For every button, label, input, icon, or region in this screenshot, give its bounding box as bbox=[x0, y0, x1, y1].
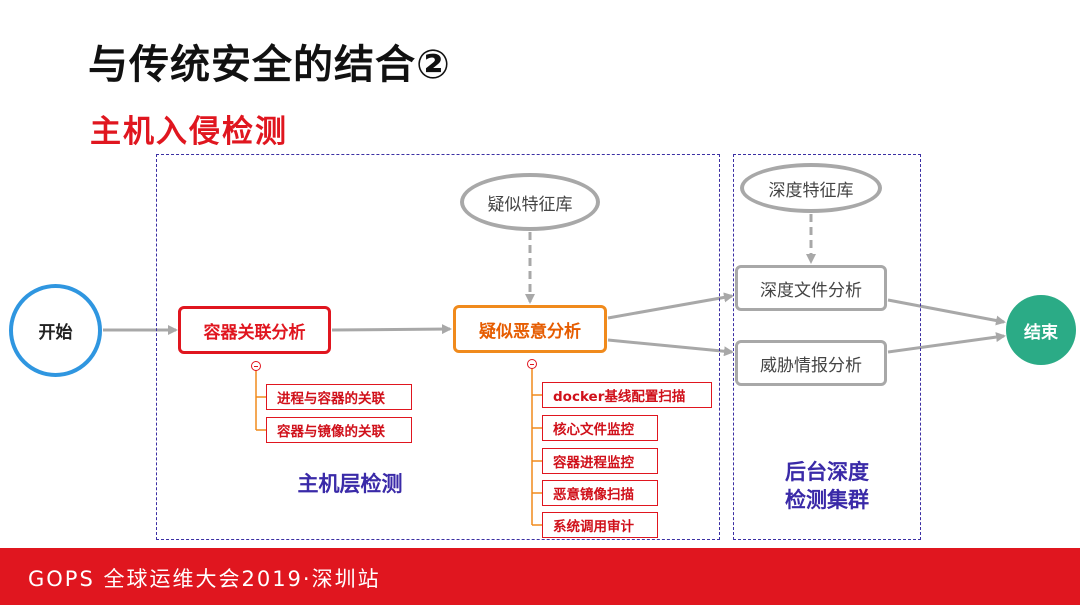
container-association-box: 容器关联分析 bbox=[178, 306, 331, 354]
suspect-child-item: 容器进程监控 bbox=[542, 448, 658, 474]
assoc-child-item: 容器与镜像的关联 bbox=[266, 417, 412, 443]
arrow-suspect-to-threat bbox=[607, 338, 734, 357]
page-subtitle: 主机入侵检测 bbox=[90, 114, 288, 150]
deep-file-analysis-box: 深度文件分析 bbox=[735, 265, 887, 311]
host-layer-region bbox=[156, 154, 720, 540]
arrow-deepfile-to-end bbox=[887, 298, 1006, 326]
arrow-assoc-to-suspect bbox=[331, 324, 452, 335]
deep-signature-db: 深度特征库 bbox=[740, 163, 882, 213]
start-node: 开始 bbox=[9, 284, 102, 377]
backend-cluster-label: 后台深度 检测集群 bbox=[742, 458, 912, 514]
footer-bar bbox=[0, 548, 1080, 605]
footer-text: GOPS 全球运维大会2019·深圳站 bbox=[28, 567, 381, 591]
suspect-child-item: 核心文件监控 bbox=[542, 415, 658, 441]
suspect-child-item: 系统调用审计 bbox=[542, 512, 658, 538]
end-node: 结束 bbox=[1006, 295, 1076, 365]
suspect-analysis-box: 疑似恶意分析 bbox=[453, 305, 607, 353]
collapse-toggle-icon[interactable] bbox=[527, 359, 537, 369]
suspect-child-item: 恶意镜像扫描 bbox=[542, 480, 658, 506]
collapse-toggle-icon[interactable] bbox=[251, 361, 261, 371]
arrow-suspect-to-deepfile bbox=[607, 292, 734, 320]
threat-intel-box: 威胁情报分析 bbox=[735, 340, 887, 386]
arrow-threat-to-end bbox=[887, 332, 1006, 354]
backend-label-line1: 后台深度 bbox=[785, 460, 869, 484]
host-layer-label: 主机层检测 bbox=[297, 472, 403, 496]
suspect-signature-db: 疑似特征库 bbox=[460, 173, 600, 231]
assoc-child-item: 进程与容器的关联 bbox=[266, 384, 412, 410]
backend-cluster-region bbox=[733, 154, 921, 540]
suspect-child-item: docker基线配置扫描 bbox=[542, 382, 712, 408]
backend-label-line2: 检测集群 bbox=[785, 488, 869, 512]
page-title: 与传统安全的结合② bbox=[88, 42, 451, 88]
